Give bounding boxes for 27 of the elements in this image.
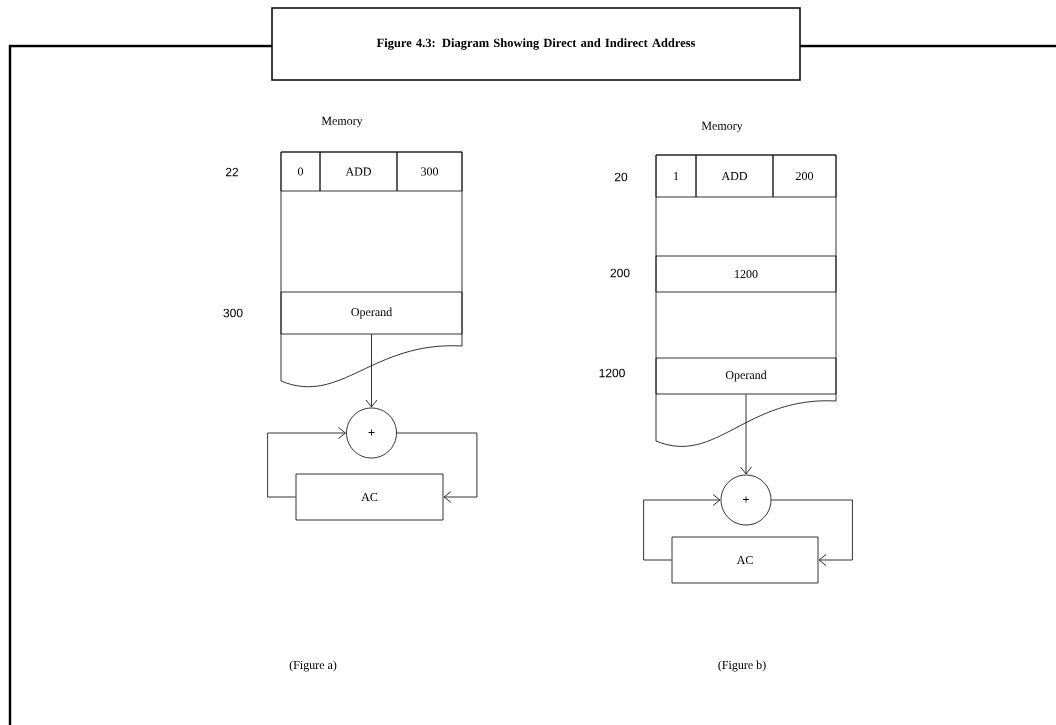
address-label: 1200 [599, 368, 625, 378]
arrow [365, 334, 378, 408]
memory-cell: 1200 [655, 255, 837, 293]
memory-cell: 200 [772, 154, 837, 198]
arrow [267, 427, 346, 498]
arrow [396, 432, 478, 503]
register-box: AC [671, 536, 819, 584]
address-label: 20 [614, 172, 628, 182]
memory-heading: Memory [701, 121, 743, 133]
memory-cell: 300 [396, 151, 463, 192]
memory-cell: 1 [655, 154, 697, 198]
memory-heading: Memory [321, 116, 363, 128]
arrow [740, 394, 752, 475]
figure-caption: (Figure a) [289, 660, 337, 672]
figure-caption: (Figure b) [718, 660, 766, 672]
memory-cell: Operand [280, 291, 463, 335]
address-label: 22 [225, 167, 239, 177]
memory-cell: ADD [695, 154, 774, 198]
address-label: 200 [610, 268, 630, 278]
memory-cell: ADD [319, 151, 398, 192]
address-label: 300 [223, 308, 243, 318]
memory-cell: Operand [655, 357, 837, 395]
memory-cell: 0 [280, 151, 321, 192]
register-box: AC [295, 473, 444, 521]
title-box: Figure 4.3: Diagram Showing Direct and Indirect Address [271, 7, 801, 81]
arrow [771, 499, 853, 566]
arrow [643, 494, 721, 561]
